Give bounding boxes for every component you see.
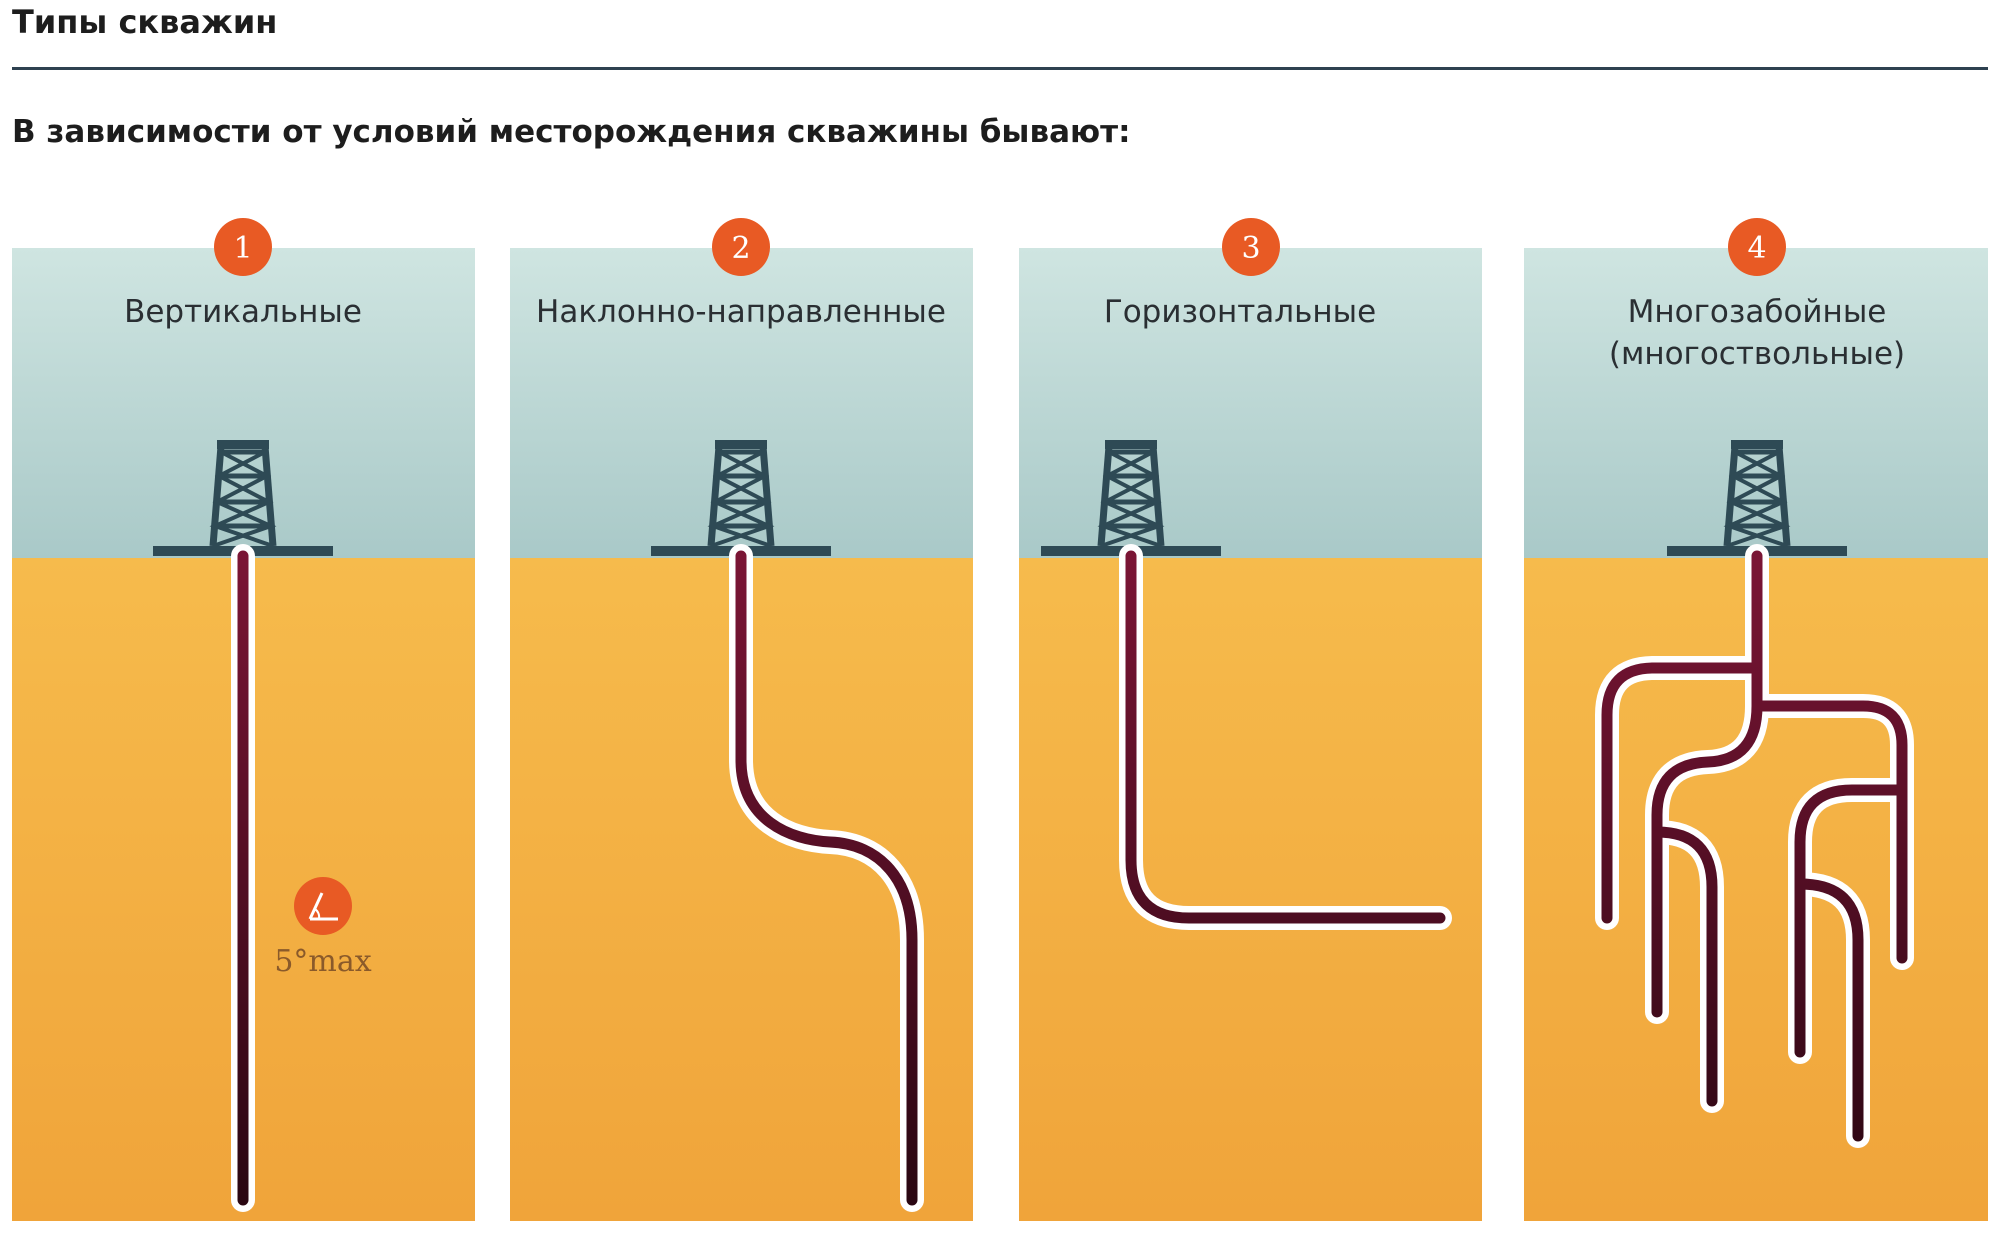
sky-area	[1524, 248, 1988, 558]
badge-number: 3	[1241, 231, 1260, 266]
badge-number: 2	[731, 231, 750, 266]
sky-area	[510, 248, 973, 558]
panel-horizontal: 3 Горизонтальные	[1019, 218, 1482, 1221]
sky-area	[1019, 248, 1482, 558]
angle-icon	[294, 877, 352, 935]
panel-multilateral: 4 Многозабойные (многоствольные)	[1524, 218, 1988, 1221]
sky-area	[12, 248, 475, 558]
well-bore	[1125, 550, 1446, 924]
well-bore-branches	[1601, 550, 1908, 1142]
number-badge	[1222, 218, 1280, 276]
panel-label: Наклонно-направленные	[536, 294, 946, 330]
panel-label: Горизонтальные	[1104, 294, 1376, 330]
panel-label: Вертикальные	[124, 294, 362, 330]
page-subtitle: В зависимости от условий месторождения с…	[12, 114, 1131, 150]
panel-label: Многозабойные	[1628, 294, 1887, 330]
panel-directional: 2 Наклонно-направленные	[510, 218, 973, 1221]
number-badge	[712, 218, 770, 276]
badge-number: 4	[1747, 231, 1766, 266]
title-divider	[12, 67, 1988, 70]
ground-area	[1019, 558, 1482, 1221]
well-bore	[735, 550, 918, 1206]
badge-number: 1	[233, 231, 252, 266]
panel-label-line2: (многоствольные)	[1609, 336, 1905, 372]
number-badge	[214, 218, 272, 276]
number-badge	[1728, 218, 1786, 276]
panel-vertical: 1 Вертикальные 5°max	[12, 218, 475, 1221]
page-title: Типы скважин	[12, 3, 278, 41]
max-angle-note: 5°max	[274, 944, 371, 979]
